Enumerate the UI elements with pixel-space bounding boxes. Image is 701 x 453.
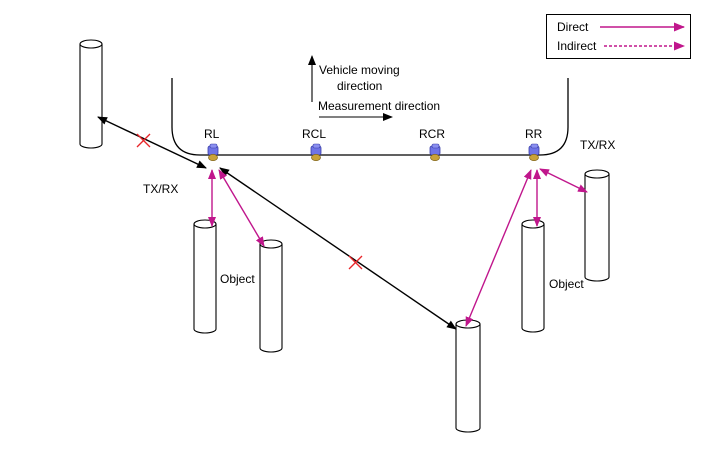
cylinder-object-left-1 (193, 219, 217, 334)
legend: Direct Indirect (546, 14, 691, 59)
blocked-path-rl-to-center-object (219, 167, 457, 330)
cylinder-object-right (521, 219, 545, 333)
sensor-rr-icon (528, 143, 540, 162)
sensor-label-rl: RL (204, 127, 220, 141)
txrx-label-right: TX/RX (580, 138, 615, 152)
object-label-left: Object (220, 272, 255, 286)
direct-path-rr-to-right-txrx (539, 168, 588, 193)
cylinder-tx-rx-left (79, 39, 103, 149)
x-mark-icon (136, 133, 151, 148)
cylinder-object-left-2 (259, 239, 283, 353)
blocked-path-rl-to-left-txrx (97, 116, 207, 169)
x-mark-icon (348, 255, 363, 270)
vehicle-moving-label-line1: Vehicle moving (319, 63, 400, 77)
legend-direct-label: Direct (557, 20, 589, 34)
legend-indirect-label: Indirect (557, 39, 597, 53)
sensor-rcr-icon (429, 143, 441, 162)
sensor-rcl-icon (310, 143, 322, 162)
vehicle-moving-label-line2: direction (337, 79, 382, 93)
sensor-label-rr: RR (525, 127, 543, 141)
cylinder-tx-rx-right (584, 169, 610, 282)
measurement-direction-label: Measurement direction (318, 99, 440, 113)
cylinder-object-center (455, 319, 481, 433)
sensor-label-rcl: RCL (302, 127, 326, 141)
txrx-label-left: TX/RX (143, 182, 178, 196)
object-label-right: Object (549, 277, 584, 291)
sensor-rl-icon (207, 143, 219, 162)
legend-box (546, 14, 691, 59)
sensor-label-rcr: RCR (419, 127, 445, 141)
direct-path-rr-to-center-object (465, 169, 532, 327)
direct-path-rl-to-object-left-2 (218, 169, 265, 247)
